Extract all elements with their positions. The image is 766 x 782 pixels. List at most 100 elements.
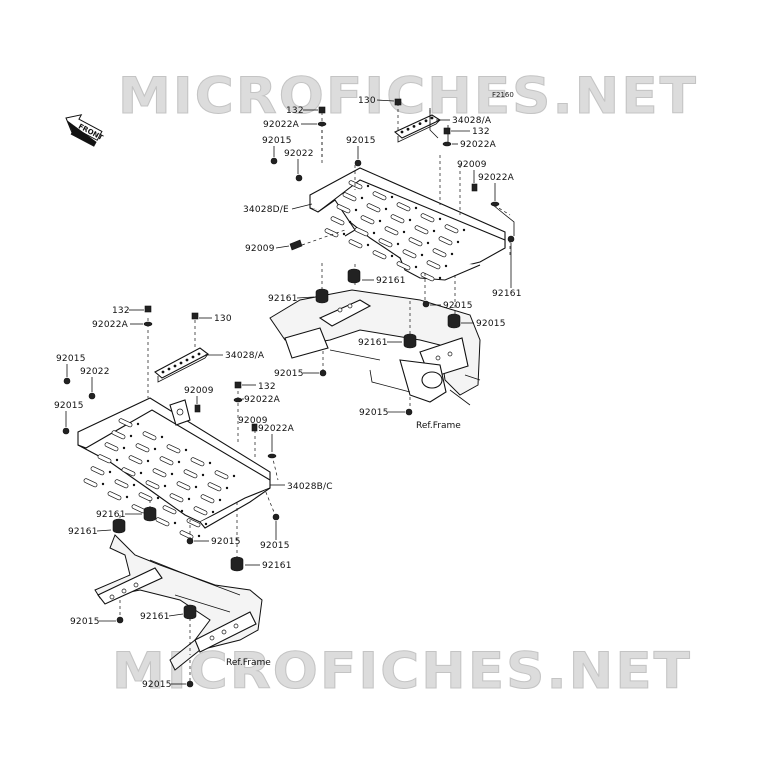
plate-slot — [414, 225, 429, 235]
nut-icon — [116, 616, 124, 624]
rail-hole — [173, 364, 177, 368]
plate-hole — [450, 252, 454, 256]
plate-hole — [197, 534, 201, 538]
washer-icon — [267, 453, 277, 459]
rail-hole — [418, 122, 422, 125]
part-label: 132 — [258, 382, 276, 392]
plate-slot — [152, 468, 167, 478]
plate-hole — [348, 220, 352, 224]
plate-slot — [166, 444, 181, 454]
plate-hole — [146, 459, 150, 463]
part-label: 92161 — [68, 527, 98, 537]
rubber-mount-icon — [347, 268, 361, 284]
plate-slot — [402, 249, 417, 259]
plate-slot — [162, 505, 177, 515]
bolt-icon — [144, 305, 152, 313]
rubber-mount-icon — [183, 604, 197, 620]
plate-hole — [366, 184, 370, 188]
plate-slot — [444, 224, 459, 234]
plate-slot — [193, 506, 208, 516]
plate-slot — [324, 228, 339, 238]
plate-slot — [420, 272, 435, 282]
plate-hole — [218, 498, 222, 502]
diagram-code: F2160 — [492, 91, 514, 99]
plate-hole — [156, 496, 160, 500]
clip-icon — [289, 239, 303, 251]
watermark-top: MICROFICHES.NET — [118, 67, 698, 125]
plate-hole — [402, 230, 406, 234]
bolt-icon — [443, 127, 451, 135]
part-label: 92009 — [184, 386, 214, 396]
plate-slot — [190, 457, 205, 467]
plate-hole — [390, 254, 394, 258]
plate-hole — [170, 472, 174, 476]
bolt-icon — [471, 183, 478, 192]
part-label: 92022 — [284, 149, 314, 159]
part-label: 34028/A — [225, 351, 265, 361]
part-label: 92022A — [460, 140, 497, 150]
carrier-slots-bottom — [83, 418, 236, 540]
rail-hole — [197, 352, 201, 356]
part-label: 132 — [112, 306, 130, 316]
part-label: 92161 — [96, 510, 126, 520]
plate-hole — [414, 265, 418, 269]
part-label: 92015 — [54, 401, 84, 411]
rail-hole — [412, 125, 416, 128]
plate-slot — [378, 238, 393, 248]
plate-slot — [104, 442, 119, 452]
rubber-mount-icon — [143, 506, 157, 522]
plate-hole — [115, 458, 119, 462]
rail-hole — [185, 358, 189, 362]
plate-hole — [177, 460, 181, 464]
plate-slot — [214, 470, 229, 480]
plate-hole — [426, 241, 430, 245]
part-label: 92015 — [346, 136, 376, 146]
plate-hole — [384, 207, 388, 211]
plate-slot — [138, 492, 153, 502]
plate-hole — [139, 471, 143, 475]
rail-hole — [424, 119, 428, 123]
plate-slot — [432, 248, 447, 258]
watermark-bottom: MICROFICHES.NET — [112, 642, 692, 700]
part-label: 34028D/E — [243, 205, 289, 215]
washer-icon — [442, 141, 452, 147]
plate-slot — [176, 481, 191, 491]
plate-slot — [396, 202, 411, 212]
plate-slot — [390, 214, 405, 224]
nut-icon — [88, 392, 96, 400]
leader-lines-top — [301, 103, 515, 412]
plate-slot — [348, 180, 363, 190]
plate-hole — [204, 522, 208, 526]
part-label: 92161 — [262, 561, 292, 571]
part-label: 92009 — [238, 416, 268, 426]
plate-hole — [153, 447, 157, 451]
front-arrow-icon: FRONT — [65, 114, 104, 147]
plate-slot — [438, 236, 453, 246]
rubber-mount-icon — [112, 518, 126, 534]
part-label: 92015 — [211, 537, 241, 547]
plate-hole — [225, 486, 229, 490]
part-label: 92009 — [245, 244, 275, 254]
nut-icon — [63, 377, 71, 385]
plate-slot — [159, 456, 174, 466]
plate-hole — [208, 461, 212, 465]
rail-hole — [179, 361, 183, 365]
part-label: 132 — [286, 106, 304, 116]
nut-icon — [186, 680, 194, 688]
part-label: 92161 — [268, 294, 298, 304]
plate-hole — [390, 195, 394, 199]
bolt-icon — [194, 404, 201, 413]
plate-slot — [396, 261, 411, 271]
plate-hole — [180, 509, 184, 513]
plate-slot — [111, 430, 126, 440]
part-label: 92161 — [376, 276, 406, 286]
plate-hole — [173, 521, 177, 525]
nut-icon — [405, 408, 413, 416]
part-label: 92022A — [478, 173, 515, 183]
plate-slot — [131, 504, 146, 514]
plate-slot — [354, 227, 369, 237]
plate-hole — [136, 422, 140, 426]
nut-icon — [270, 157, 278, 165]
part-label: 92015 — [142, 680, 172, 690]
